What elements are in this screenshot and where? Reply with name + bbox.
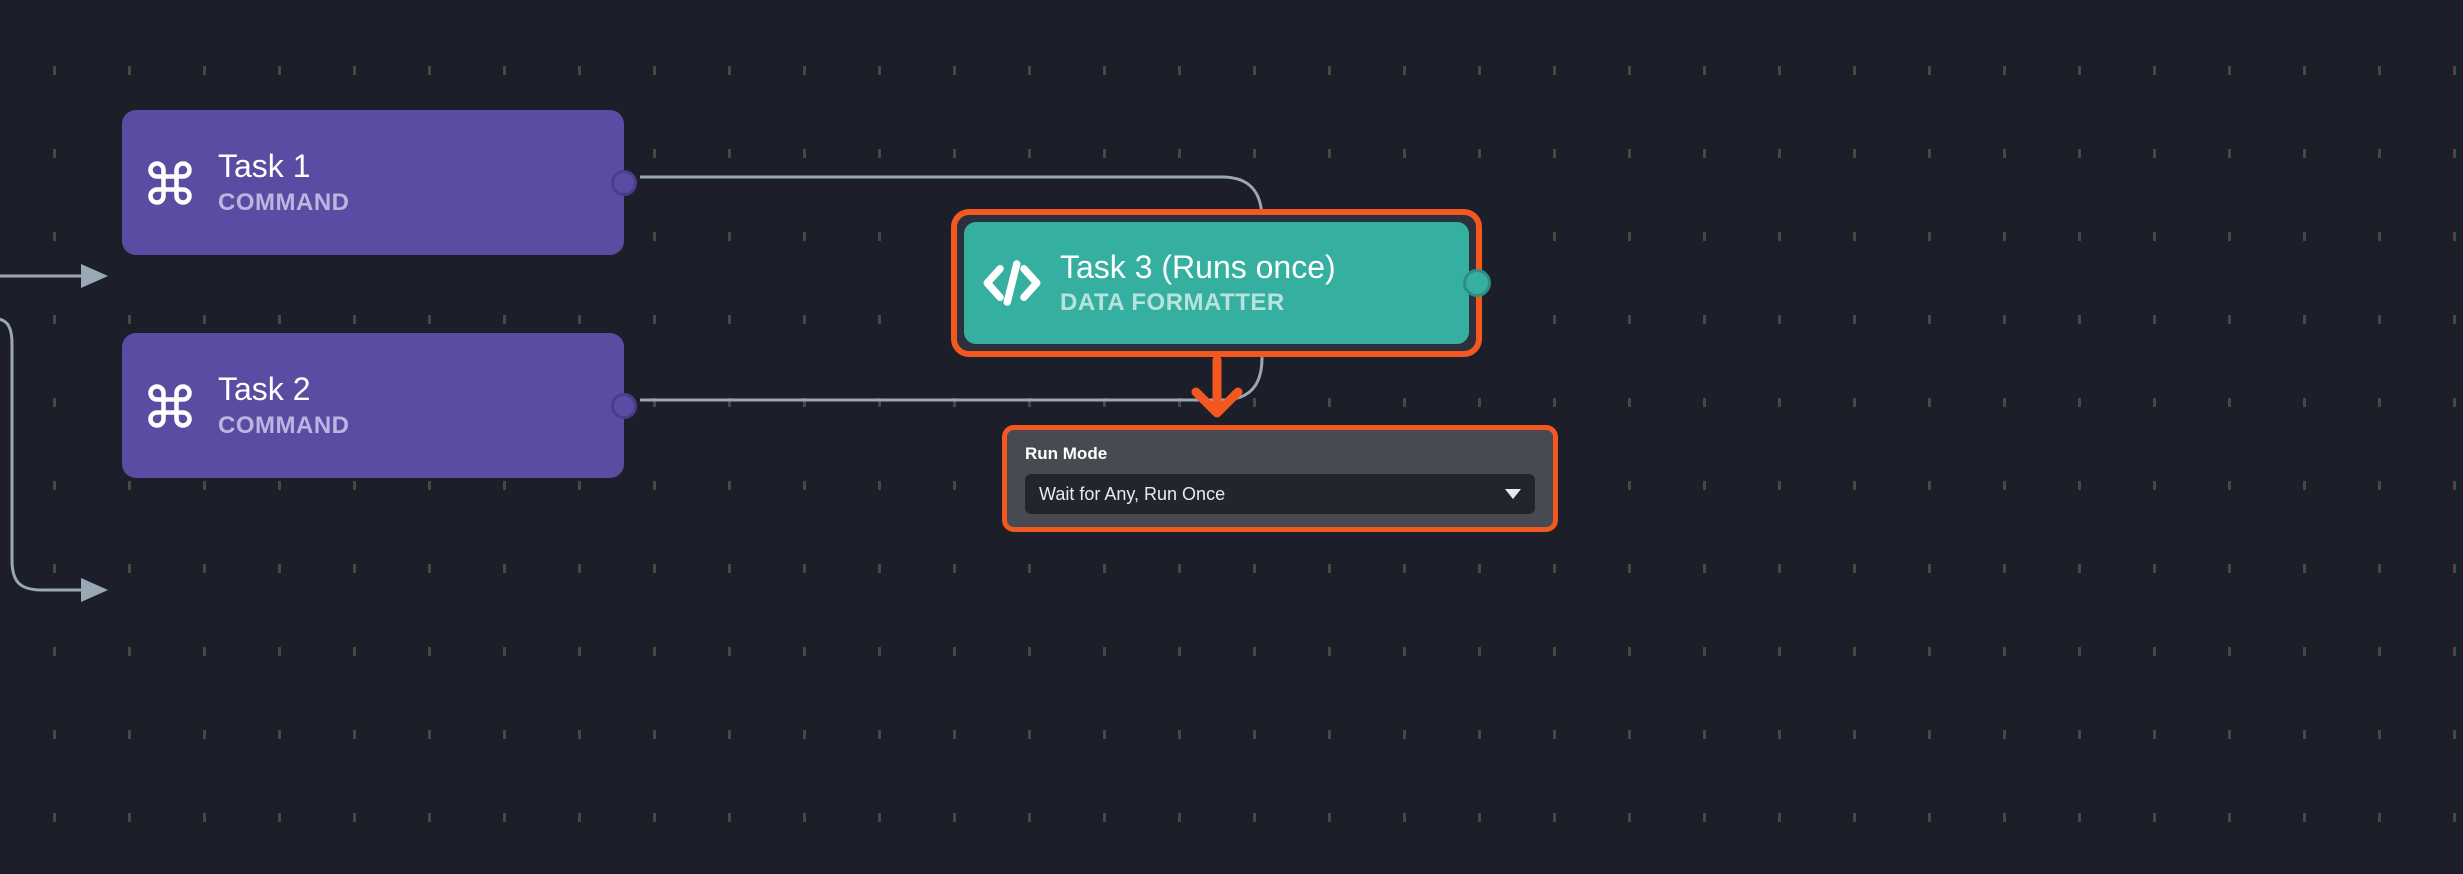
node-task3[interactable]: Task 3 (Runs once) DATA FORMATTER [964,222,1491,344]
command-icon [122,380,218,432]
code-icon [964,256,1060,310]
node-task3-text: Task 3 (Runs once) DATA FORMATTER [1060,248,1336,317]
run-mode-selected-value: Wait for Any, Run Once [1039,483,1226,504]
node-task2-output-port[interactable] [611,392,637,419]
run-mode-label: Run Mode [1025,444,1108,463]
node-task2-title: Task 2 [218,371,311,408]
node-task1[interactable]: Task 1 COMMAND [122,110,637,255]
node-task1-output-port[interactable] [611,169,637,196]
node-task1-text: Task 1 COMMAND [218,150,349,215]
node-task2[interactable]: Task 2 COMMAND [122,333,637,478]
command-icon [122,157,218,209]
node-task3-output-port[interactable] [1463,269,1491,297]
run-mode-select[interactable]: Wait for Any, Run Once [1025,474,1535,514]
node-task3-selection-highlight: Task 3 (Runs once) DATA FORMATTER [951,209,1491,357]
node-task1-title: Task 1 [218,148,311,185]
node-task2-subtitle: COMMAND [218,411,350,439]
annotation-arrow-icon [1191,355,1243,418]
edge-incoming-task2 [0,317,108,602]
node-task3-subtitle: DATA FORMATTER [1060,289,1285,317]
node-task2-text: Task 2 COMMAND [218,373,349,438]
node-task1-subtitle: COMMAND [218,188,350,216]
run-mode-panel: Run Mode Wait for Any, Run Once [1002,425,1558,532]
node-task3-title: Task 3 (Runs once) [1060,248,1336,285]
chevron-down-icon [1505,489,1521,499]
